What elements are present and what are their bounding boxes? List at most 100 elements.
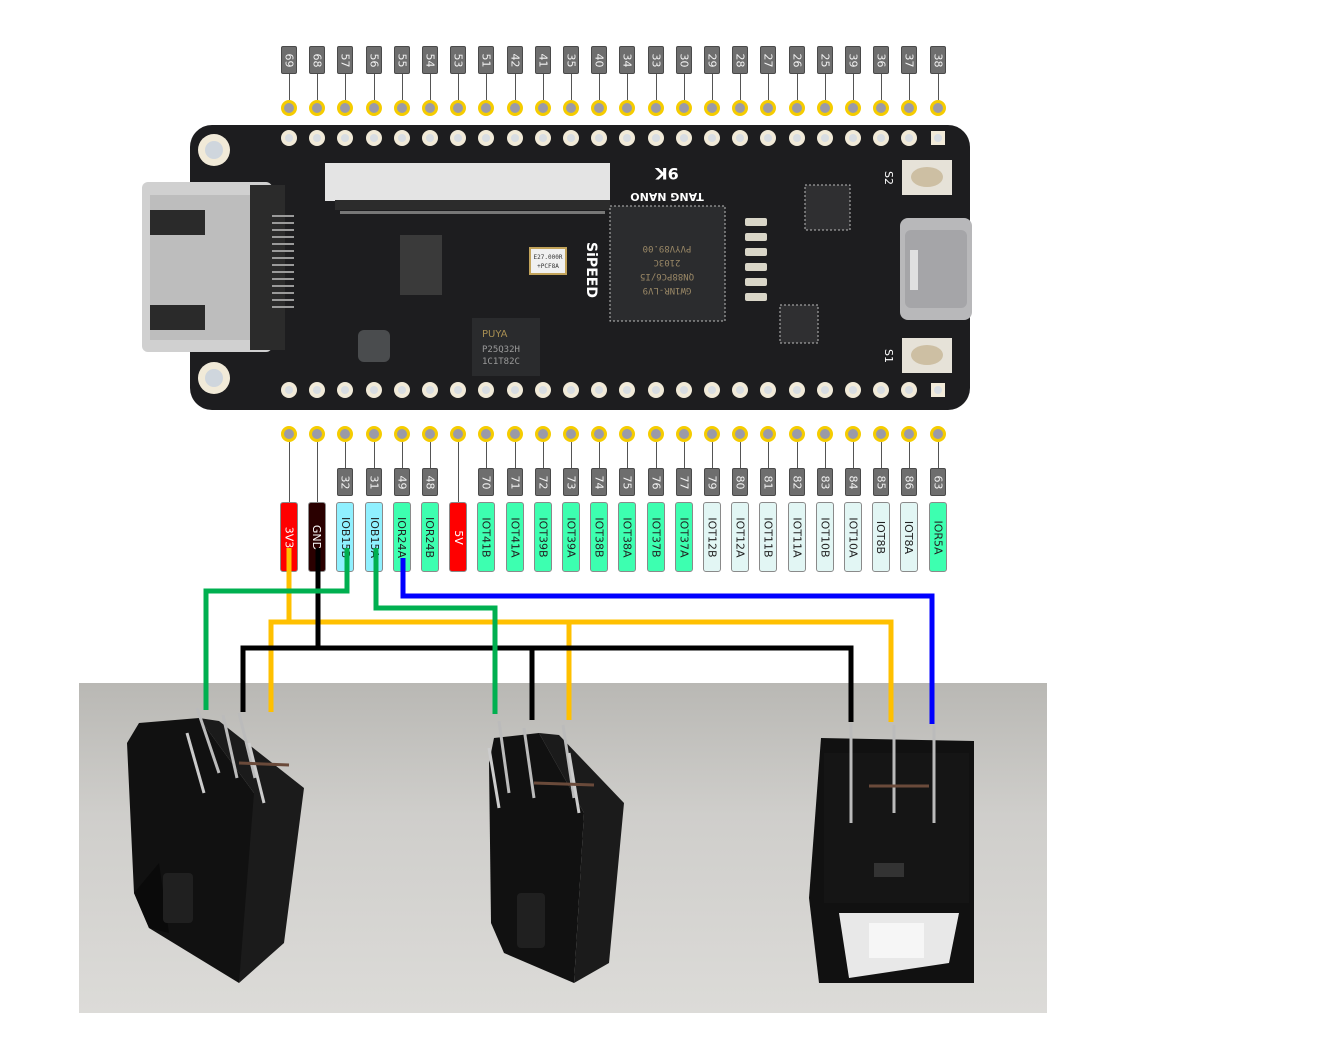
button-s2[interactable] xyxy=(902,160,952,195)
pin-leader-line xyxy=(853,74,854,100)
pin-leader-line xyxy=(938,442,939,468)
pin-number-text: 75 xyxy=(620,475,634,489)
pin-pad xyxy=(535,426,551,442)
signal-label-iot39b: IOT39B xyxy=(534,502,552,572)
top-pin-number: 42 xyxy=(507,46,523,74)
pin-number-text: 73 xyxy=(564,475,578,489)
pin-number-text: 29 xyxy=(705,53,719,67)
optical-module-3 xyxy=(809,723,974,983)
signal-label-text: IOT41B xyxy=(479,516,493,558)
pin-leader-line xyxy=(599,442,600,468)
bottom-pin-number: 71 xyxy=(507,468,523,496)
top-pin-number: 33 xyxy=(648,46,664,74)
pin-pad xyxy=(732,426,748,442)
bottom-pin-number: 63 xyxy=(930,468,946,496)
pin-leader-line xyxy=(458,74,459,100)
pin-leader-line xyxy=(515,74,516,100)
pin-number-text: 74 xyxy=(592,475,606,489)
top-pin-number: 34 xyxy=(619,46,635,74)
pin-number-text: 41 xyxy=(536,53,550,67)
signal-label-iot39a: IOT39A xyxy=(562,502,580,572)
bottom-pin-number: 86 xyxy=(901,468,917,496)
pin-number-text: 57 xyxy=(338,53,352,67)
pin-pad xyxy=(873,426,889,442)
pin-pad xyxy=(845,100,861,116)
pin-number-text: 53 xyxy=(451,53,465,67)
flash-part: P25Q32H xyxy=(482,345,520,355)
pin-number-text: 39 xyxy=(846,53,860,67)
signal-label-text: IOB15B xyxy=(338,516,352,558)
tang-nano-9k-board: E27.000R +PCF8A PUYA P25Q32H 1C1T82C GW1… xyxy=(142,125,972,410)
bottom-pin-number: 72 xyxy=(535,468,551,496)
bottom-pin-number: 74 xyxy=(591,468,607,496)
pin-number-text: 32 xyxy=(338,475,352,489)
pin-number-text: 70 xyxy=(479,475,493,489)
signal-label-text: IOT12B xyxy=(705,516,719,558)
signal-label-iot38b: IOT38B xyxy=(590,502,608,572)
button-s1[interactable] xyxy=(902,338,952,373)
pin-pad xyxy=(619,100,635,116)
pin-pad xyxy=(704,100,720,116)
pin-leader-line xyxy=(571,74,572,100)
top-pin-number: 27 xyxy=(760,46,776,74)
signal-label-text: IOT38B xyxy=(592,516,606,558)
signal-label-text: IOT39B xyxy=(536,516,550,558)
signal-label-text: IOT10A xyxy=(846,516,860,558)
pin-leader-line xyxy=(938,74,939,100)
fpga-marking-3: 2103C xyxy=(653,257,680,267)
pin-pad xyxy=(507,100,523,116)
pin-number-text: 80 xyxy=(733,475,747,489)
board-model-tang-nano: TANG NANO xyxy=(630,190,704,203)
signal-label-text: 5V xyxy=(451,529,465,545)
pin-pad xyxy=(394,426,410,442)
pin-number-text: 71 xyxy=(508,475,522,489)
signal-label-text: IOT38A xyxy=(620,516,634,558)
hdmi-connector xyxy=(142,182,294,352)
label-s1: S1 xyxy=(882,349,895,363)
flash-lot: 1C1T82C xyxy=(482,357,520,367)
bottom-pin-number: 77 xyxy=(676,468,692,496)
signal-label-text: IOT11A xyxy=(790,516,804,558)
ic-chip xyxy=(779,304,819,344)
pin-pad xyxy=(619,426,635,442)
optical-module-2 xyxy=(487,720,624,983)
pin-number-text: 81 xyxy=(761,475,775,489)
pin-pad xyxy=(648,426,664,442)
signal-label-iob15a: IOB15A xyxy=(365,502,383,572)
pin-number-text: 28 xyxy=(733,53,747,67)
bottom-pin-number: 75 xyxy=(619,468,635,496)
signal-label-text: IOT37B xyxy=(649,516,663,558)
pin-leader-line xyxy=(684,442,685,468)
pin-number-text: 86 xyxy=(902,475,916,489)
pin-leader-line xyxy=(712,442,713,468)
optical-module-1 xyxy=(127,707,304,983)
pin-leader-line xyxy=(909,442,910,468)
pin-number-text: 54 xyxy=(423,53,437,67)
pin-pad xyxy=(366,426,382,442)
signal-label-iot11a: IOT11A xyxy=(788,502,806,572)
signal-label-text: IOR5A xyxy=(931,519,945,555)
signal-label-text: IOB15A xyxy=(367,516,381,558)
top-pin-number: 41 xyxy=(535,46,551,74)
pin-pad xyxy=(591,100,607,116)
signal-label-text: IOR24A xyxy=(395,516,409,558)
pin-leader-line xyxy=(909,74,910,100)
pin-leader-line xyxy=(768,74,769,100)
pin-pad xyxy=(789,100,805,116)
bottom-pin-number: 70 xyxy=(478,468,494,496)
pin-leader-line xyxy=(768,442,769,468)
signal-label-iot8b: IOT8B xyxy=(872,502,890,572)
modules-photo xyxy=(79,683,1047,1013)
bottom-pin-number: 31 xyxy=(366,468,382,496)
bottom-pin-number: 82 xyxy=(789,468,805,496)
top-pin-number: 54 xyxy=(422,46,438,74)
pin-pad xyxy=(760,426,776,442)
top-pin-number: 35 xyxy=(563,46,579,74)
signal-label-text: IOT39A xyxy=(564,516,578,558)
pin-pad xyxy=(281,426,297,442)
pin-pad xyxy=(394,100,410,116)
flash-brand: PUYA xyxy=(482,329,508,340)
header-holes xyxy=(281,130,945,398)
pin-pad xyxy=(563,100,579,116)
